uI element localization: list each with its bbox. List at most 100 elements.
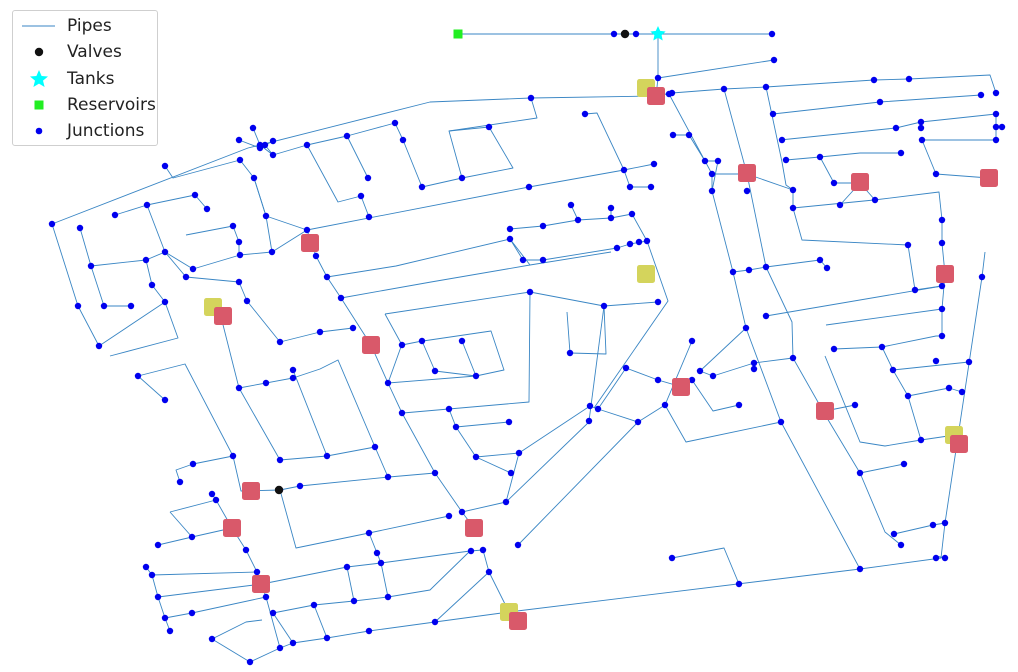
highlight-square-yellow [637,265,655,283]
junction-node [769,110,777,118]
pipe [785,152,901,161]
junction-node [574,216,582,224]
junction-node [399,136,407,144]
junction-node [142,256,150,264]
legend-entry-valves: Valves [17,39,157,65]
valve-node [620,29,630,39]
junction-node [654,74,662,82]
pipe [346,566,355,602]
junction-node [586,402,594,410]
junction-node [992,89,1000,97]
junction-node [613,244,621,252]
pipe [272,612,294,644]
junction-node [323,634,331,642]
junction-node [506,225,514,233]
junction-node [229,222,237,230]
pipe [384,313,505,377]
junctions-layer [48,30,1006,666]
pipe [448,408,520,458]
junction-node [176,478,184,486]
junction-node [830,345,838,353]
junction-node [539,256,547,264]
pipe [657,34,775,79]
junction-node [365,213,373,221]
junction-node [398,409,406,417]
junction-node [938,305,946,313]
pipe [192,455,234,465]
junction-node [762,83,770,91]
junction-node [911,286,919,294]
junction-node [431,618,439,626]
pipe [306,144,370,218]
pipe [819,156,876,201]
pipe [164,159,308,231]
junction-node [856,469,864,477]
junction-node [373,549,381,557]
junction-node [445,512,453,520]
junction-node [938,282,946,290]
junction-node [452,423,460,431]
junction-node [398,341,406,349]
pipe [673,134,946,336]
junction-node [607,214,615,222]
junction-node [236,156,244,164]
junction-node [525,183,533,191]
junction-node [992,110,1000,118]
pipe [434,571,490,623]
junction-node [236,251,244,259]
junction-node [505,418,513,426]
junction-node [632,30,640,38]
highlight-square-red [214,307,232,325]
pipe [164,596,267,619]
pipe [394,122,514,188]
junction-node [654,376,662,384]
pipe [699,357,794,377]
junction-node [507,469,515,477]
junction-node [778,136,786,144]
junction-node [762,263,770,271]
junction-node [701,157,709,165]
junction-node [932,554,940,562]
pipe [664,404,782,443]
pipe [779,113,997,141]
junction-node [998,123,1006,131]
junction-node [377,559,385,567]
junction-node [594,405,602,413]
junction-node [729,268,737,276]
pipe [384,291,531,414]
junction-node [161,162,169,170]
pipe [279,489,450,549]
junction-node [142,563,150,571]
junction-node [289,374,297,382]
junction-node [323,273,331,281]
legend-entry-pipes: Pipes [17,13,157,39]
junction-node [269,609,277,617]
pipe [833,335,942,350]
junction-node [709,372,717,380]
junction-node [485,568,493,576]
pipe [584,112,631,188]
junction-node [262,593,270,601]
junction-node [932,170,940,178]
junction-node [343,563,351,571]
junction-node [965,358,973,366]
junction-node [654,298,662,306]
junction-node [48,220,56,228]
junction-node [938,239,946,247]
junction-node [349,324,357,332]
junction-node [714,157,722,165]
pipe [508,251,986,613]
legend-entry-reservoirs: Reservoirs [17,92,157,118]
junction-node [823,264,831,272]
junction-node [750,365,758,373]
junction-node [249,124,257,132]
pipe [699,327,747,372]
junction-node [458,174,466,182]
junction-node [789,186,797,194]
junction-node [312,252,320,260]
junction-node [851,401,859,409]
junction-node [789,204,797,212]
pipe [137,375,166,401]
junction-node [445,405,453,413]
